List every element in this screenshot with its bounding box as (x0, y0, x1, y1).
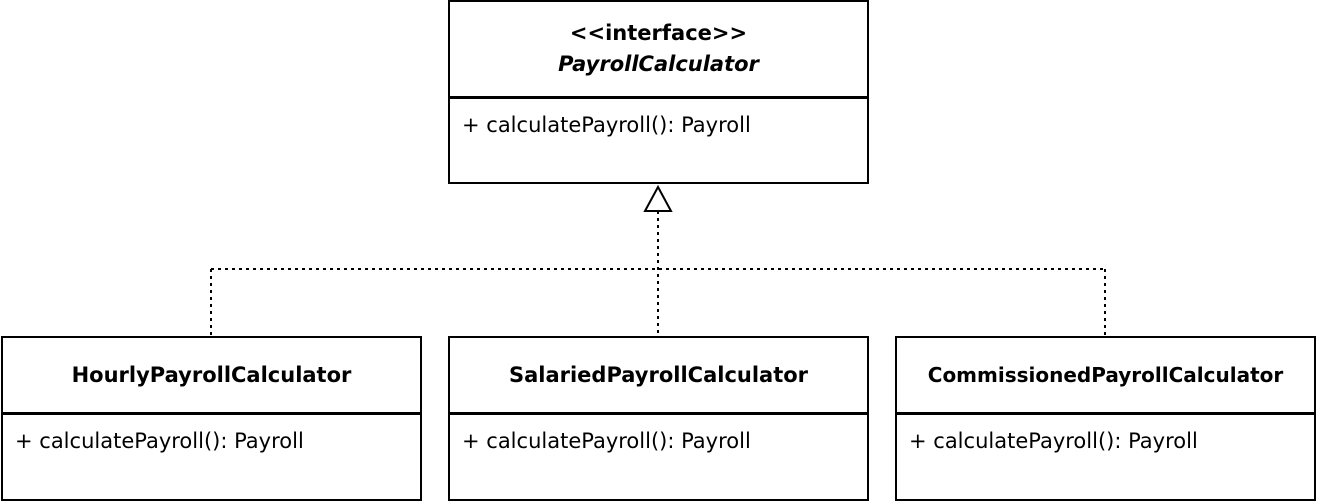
operations-compartment: + calculatePayroll(): Payroll (3, 415, 420, 455)
class-header: HourlyPayrollCalculator (3, 338, 420, 415)
class-header: <<interface>> PayrollCalculator (450, 2, 867, 99)
operations-compartment: + calculatePayroll(): Payroll (897, 415, 1314, 455)
class-hourly-payroll-calculator[interactable]: HourlyPayrollCalculator + calculatePayro… (1, 336, 422, 501)
operations-compartment: + calculatePayroll(): Payroll (450, 415, 867, 455)
class-commissioned-payroll-calculator[interactable]: CommissionedPayrollCalculator + calculat… (895, 336, 1316, 501)
operation-calculate-payroll: + calculatePayroll(): Payroll (909, 429, 1198, 453)
realization-arrowhead-icon (643, 184, 673, 212)
interface-name: PayrollCalculator (558, 52, 759, 76)
class-name: HourlyPayrollCalculator (71, 362, 352, 387)
class-header: SalariedPayrollCalculator (450, 338, 867, 415)
interface-class-payroll-calculator[interactable]: <<interface>> PayrollCalculator + calcul… (448, 0, 869, 184)
class-name: SalariedPayrollCalculator (508, 362, 809, 387)
operation-calculate-payroll: + calculatePayroll(): Payroll (462, 113, 751, 137)
interface-stereotype: <<interface>> (569, 21, 748, 45)
class-name: CommissionedPayrollCalculator (927, 362, 1284, 387)
operations-compartment: + calculatePayroll(): Payroll (450, 99, 867, 139)
class-salaried-payroll-calculator[interactable]: SalariedPayrollCalculator + calculatePay… (448, 336, 869, 501)
operation-calculate-payroll: + calculatePayroll(): Payroll (462, 429, 751, 453)
operation-calculate-payroll: + calculatePayroll(): Payroll (15, 429, 304, 453)
class-header: CommissionedPayrollCalculator (897, 338, 1314, 415)
